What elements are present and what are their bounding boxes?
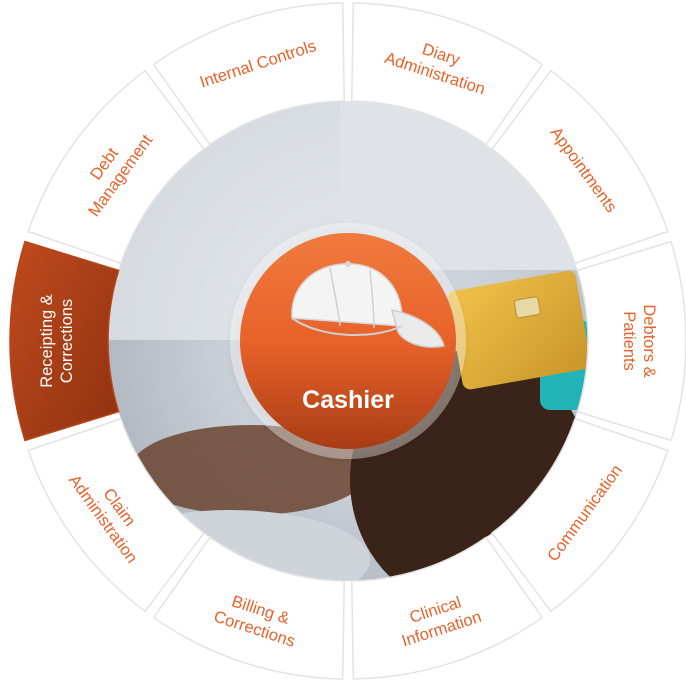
segment-clinical[interactable]: ClinicalInformation [351,536,544,680]
segment-appointments-shape[interactable] [491,69,669,265]
segment-diary-shape[interactable] [351,2,544,146]
credit-card [447,270,588,390]
segment-internal-shape[interactable] [152,2,345,146]
segment-claim[interactable]: ClaimAdministration [27,417,205,613]
segment-billing-shape[interactable] [152,536,345,680]
hub-circle [240,233,456,449]
cap-icon [291,261,445,348]
segment-diary[interactable]: DiaryAdministration [351,2,544,146]
segment-billing[interactable]: Billing &Corrections [152,536,345,680]
segment-receipting[interactable]: Receipting &Corrections [9,240,120,442]
segment-communication[interactable]: Communication [491,417,669,613]
segment-receipting-label-line: Corrections [58,299,76,383]
segment-claim-shape[interactable] [27,417,205,613]
segment-debtors-shape[interactable] [576,240,686,442]
segment-receipting-shape[interactable] [9,240,120,442]
segment-appointments[interactable]: Appointments [491,69,669,265]
segment-debtors-label: Debtors &Patients [620,304,658,377]
segment-debtors-label-line: Debtors & [640,304,658,377]
segment-communication-shape[interactable] [491,417,669,613]
segment-internal[interactable]: Internal Controls [152,2,345,146]
segment-debtors[interactable]: Debtors &Patients [576,240,686,442]
center-title: Cashier [302,386,394,414]
segment-debt-shape[interactable] [27,69,205,265]
segment-receipting-label: Receipting &Corrections [38,294,76,388]
segment-debtors-label-line: Patients [620,311,638,371]
segment-receipting-label-line: Receipting & [38,294,56,388]
segment-clinical-shape[interactable] [351,536,544,680]
segment-debt[interactable]: DebtManagement [27,69,205,265]
center-hub[interactable]: Cashier [230,223,466,459]
